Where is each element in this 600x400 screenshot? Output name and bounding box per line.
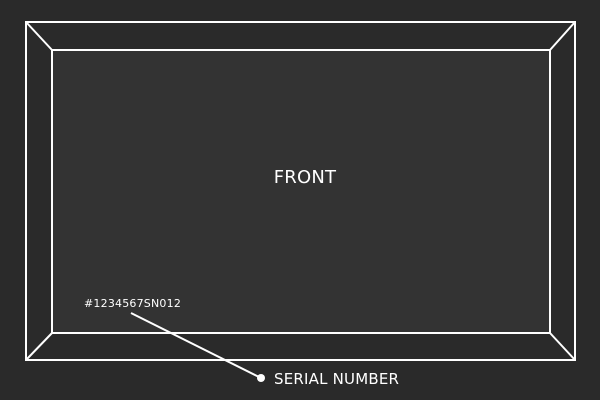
serial-number-caption: SERIAL NUMBER	[274, 370, 400, 388]
bottom-left-bevel-line	[25, 332, 53, 361]
top-right-bevel-line	[549, 21, 576, 51]
front-label: FRONT	[273, 167, 337, 188]
bottom-right-bevel-line	[549, 332, 576, 361]
inner-panel	[51, 49, 551, 334]
top-left-bevel-line	[25, 21, 53, 51]
serial-number-value: #1234567SN012	[84, 297, 182, 310]
serial-leader-line	[130, 312, 262, 379]
serial-leader-dot	[257, 374, 265, 382]
